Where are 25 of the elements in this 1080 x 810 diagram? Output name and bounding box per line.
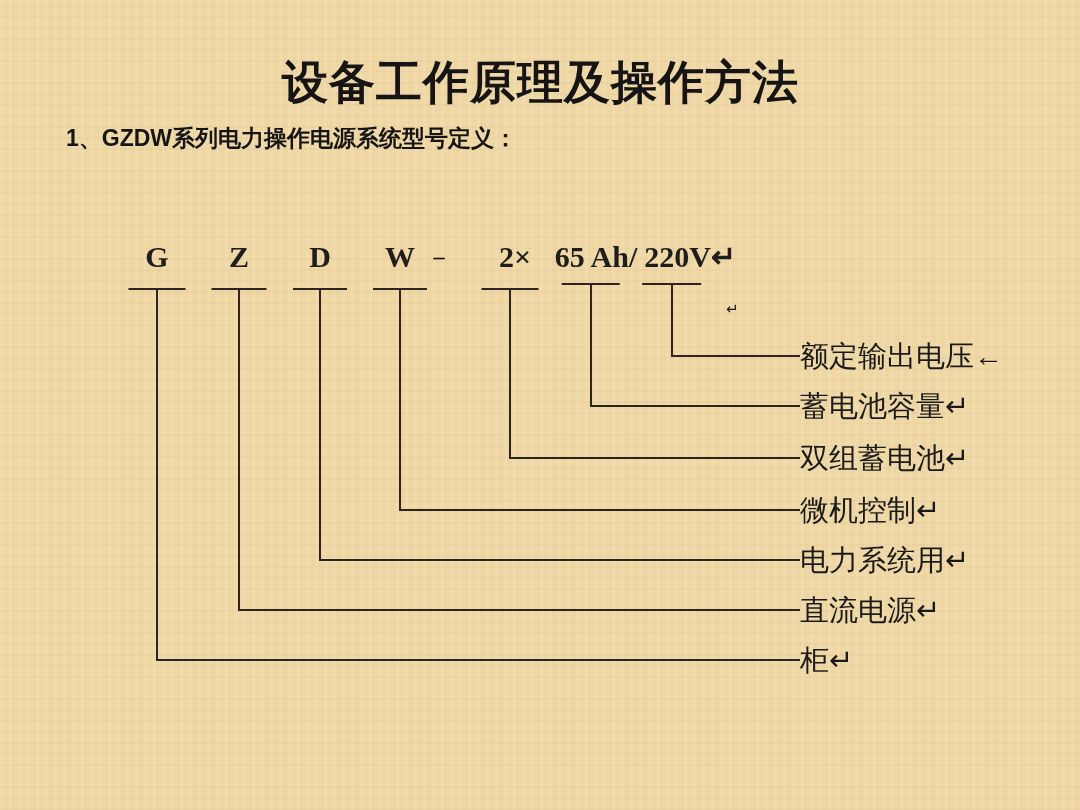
model-code-text: D: [309, 242, 331, 272]
leader-line: [671, 284, 801, 357]
leader-line: [399, 289, 801, 511]
model-code-text: W: [385, 242, 415, 272]
model-code-text: 2×: [498, 242, 532, 272]
model-code-text: 220V↵: [644, 242, 736, 272]
leader-line: [319, 289, 801, 561]
slide-title: 设备工作原理及操作方法: [281, 56, 799, 108]
description-label: 柜↵: [800, 643, 853, 677]
description-label: 蓄电池容量↵: [800, 389, 969, 423]
paragraph-mark: ↵: [726, 300, 739, 318]
description-label: 微机控制↵: [800, 493, 940, 527]
description-label: 直流电源↵: [800, 593, 940, 627]
leader-line: [156, 289, 801, 661]
leader-line: [238, 289, 801, 611]
description-label: 双组蓄电池↵: [800, 441, 969, 475]
leader-line: [590, 284, 801, 407]
model-code-text: Z: [229, 242, 249, 272]
separator-dash: －: [426, 244, 452, 272]
description-label: 额定输出电压←: [800, 339, 1003, 373]
leader-line: [509, 289, 801, 459]
section-heading: 1、GZDW系列电力操作电源系统型号定义：: [66, 124, 518, 152]
model-code-text: 65 Ah/: [554, 242, 638, 272]
description-label: 电力系统用↵: [800, 543, 969, 577]
model-code-text: G: [145, 242, 169, 272]
